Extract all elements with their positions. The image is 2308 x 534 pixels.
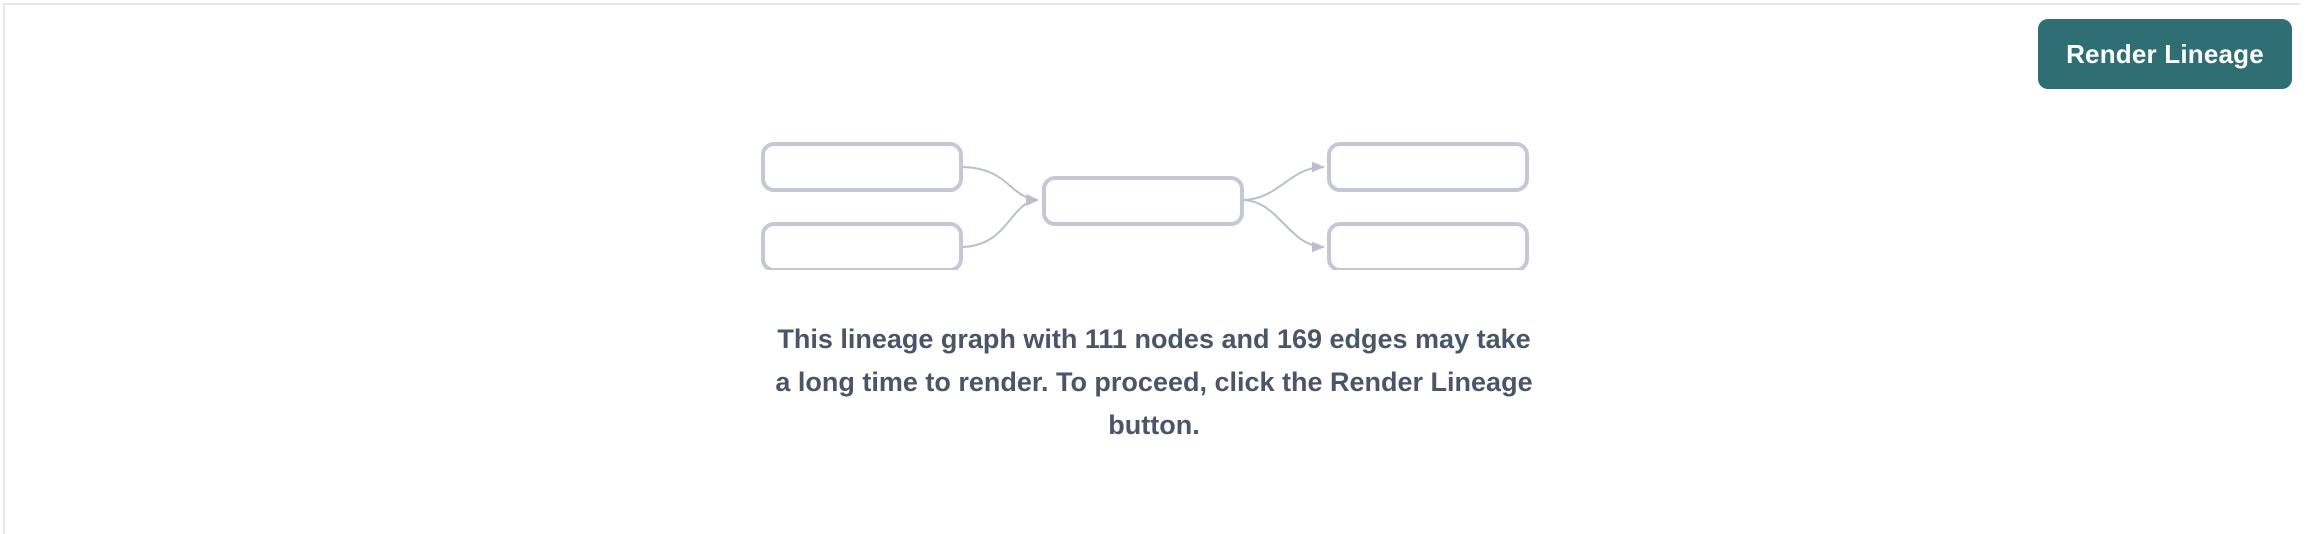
graph-node-center — [1042, 176, 1244, 226]
lineage-graph-placeholder-illustration — [761, 142, 1529, 270]
graph-edge-left-top-to-center — [959, 166, 1039, 205]
lineage-render-warning-message: This lineage graph with 111 nodes and 16… — [775, 324, 1533, 440]
panel-left-divider — [3, 3, 5, 534]
render-lineage-button[interactable]: Render Lineage — [2038, 19, 2292, 89]
graph-edge-center-to-right-top — [1241, 161, 1325, 201]
graph-node-left-bottom — [761, 222, 963, 270]
graph-edge-center-to-right-bottom — [1241, 199, 1325, 253]
graph-edge-left-bottom-to-center — [959, 195, 1039, 248]
panel-top-divider — [3, 3, 2300, 5]
graph-node-left-top — [761, 142, 963, 192]
graph-node-right-bottom — [1327, 222, 1529, 270]
graph-node-right-top — [1327, 142, 1529, 192]
